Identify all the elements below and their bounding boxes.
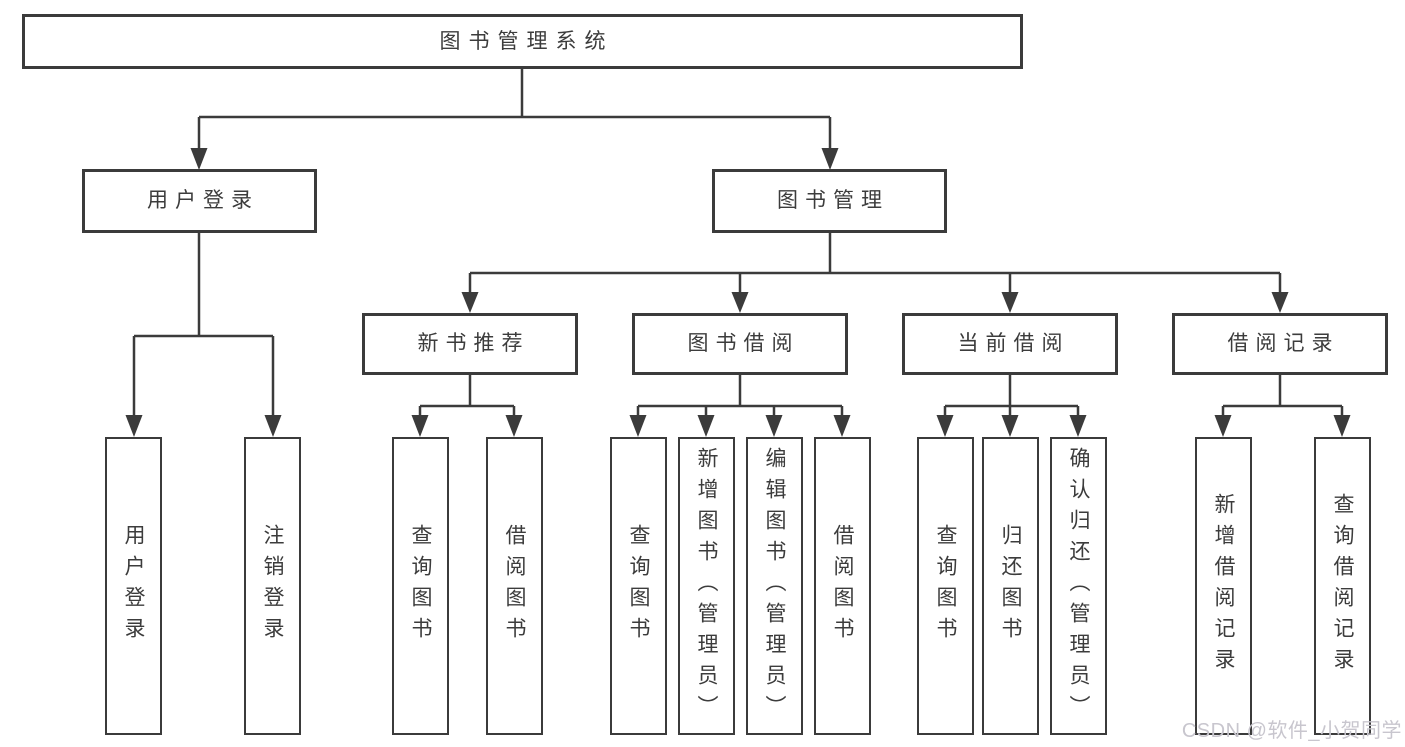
arrow-icon — [821, 148, 839, 170]
leaf-logout: 注销登录 — [244, 437, 301, 735]
watermark: CSDN @软件_小贺同学 — [1181, 720, 1402, 742]
leaf-add-book-admin-label: 新增图书（管理员） — [695, 446, 718, 726]
leaf-add-borrow-record: 新增借阅记录 — [1195, 437, 1252, 735]
arrow-icon — [1214, 415, 1232, 437]
leaf-edit-book-admin-label: 编辑图书（管理员） — [763, 446, 786, 726]
connector-user-login — [132, 233, 275, 419]
node-current-borrow: 当前借阅 — [902, 313, 1118, 375]
leaf-borrow-book: 借阅图书 — [814, 437, 871, 735]
connector-book-borrow — [636, 375, 844, 419]
arrow-icon — [936, 415, 954, 437]
node-borrow-records-label: 借阅记录 — [1227, 332, 1340, 356]
leaf-query-book-borrow: 查询图书 — [610, 437, 667, 735]
node-book-borrow-label: 图书借阅 — [687, 332, 800, 356]
arrow-icon — [1001, 292, 1019, 313]
node-book-management: 图书管理 — [712, 169, 947, 233]
arrow-icon — [125, 415, 143, 437]
arrow-icon — [629, 415, 647, 437]
node-borrow-records: 借阅记录 — [1172, 313, 1388, 375]
leaf-confirm-return-admin: 确认归还（管理员） — [1050, 437, 1107, 735]
leaf-user-login-label: 用户登录 — [122, 524, 145, 648]
connector-current-borrow — [943, 375, 1080, 419]
leaf-logout-label: 注销登录 — [261, 524, 284, 648]
arrow-icon — [461, 292, 479, 313]
arrow-icon — [264, 415, 282, 437]
arrow-icon — [505, 415, 523, 437]
arrow-icon — [1271, 292, 1289, 313]
node-system-root-label: 图书管理系统 — [439, 29, 614, 53]
leaf-query-borrow-record: 查询借阅记录 — [1314, 437, 1371, 735]
arrow-icon — [1001, 415, 1019, 437]
arrow-icon — [190, 148, 208, 170]
arrow-icon — [731, 292, 749, 313]
node-book-management-label: 图书管理 — [777, 189, 889, 213]
leaf-query-book-current-label: 查询图书 — [934, 524, 957, 648]
leaf-query-borrow-record-label: 查询借阅记录 — [1331, 493, 1354, 679]
leaf-query-book-recommend: 查询图书 — [392, 437, 449, 735]
node-new-book-recommend-label: 新书推荐 — [417, 332, 530, 356]
leaf-return-book-label: 归还图书 — [999, 524, 1022, 648]
connector-borrow-records — [1221, 375, 1344, 419]
connector-root — [197, 68, 832, 152]
leaf-query-book-recommend-label: 查询图书 — [409, 524, 432, 648]
node-new-book-recommend: 新书推荐 — [362, 313, 578, 375]
arrow-icon — [1069, 415, 1087, 437]
leaf-query-book-current: 查询图书 — [917, 437, 974, 735]
leaf-add-book-admin: 新增图书（管理员） — [678, 437, 735, 735]
leaf-return-book: 归还图书 — [982, 437, 1039, 735]
leaf-add-borrow-record-label: 新增借阅记录 — [1212, 493, 1235, 679]
leaf-borrow-book-label: 借阅图书 — [831, 524, 854, 648]
arrow-icon — [833, 415, 851, 437]
leaf-borrow-book-recommend: 借阅图书 — [486, 437, 543, 735]
node-user-login-label: 用户登录 — [147, 189, 259, 213]
arrowheads — [125, 148, 1351, 437]
node-user-login: 用户登录 — [82, 169, 317, 233]
leaf-query-book-borrow-label: 查询图书 — [627, 524, 650, 648]
node-book-borrow: 图书借阅 — [632, 313, 848, 375]
leaf-borrow-book-recommend-label: 借阅图书 — [503, 524, 526, 648]
arrow-icon — [697, 415, 715, 437]
node-current-borrow-label: 当前借阅 — [957, 332, 1070, 356]
connector-new-book-recommend — [418, 375, 516, 419]
leaf-edit-book-admin: 编辑图书（管理员） — [746, 437, 803, 735]
leaf-confirm-return-admin-label: 确认归还（管理员） — [1067, 446, 1090, 726]
arrow-icon — [411, 415, 429, 437]
connector-book-management — [468, 233, 1282, 295]
node-system-root: 图书管理系统 — [22, 14, 1023, 69]
arrow-icon — [765, 415, 783, 437]
leaf-user-login: 用户登录 — [105, 437, 162, 735]
arrow-icon — [1333, 415, 1351, 437]
